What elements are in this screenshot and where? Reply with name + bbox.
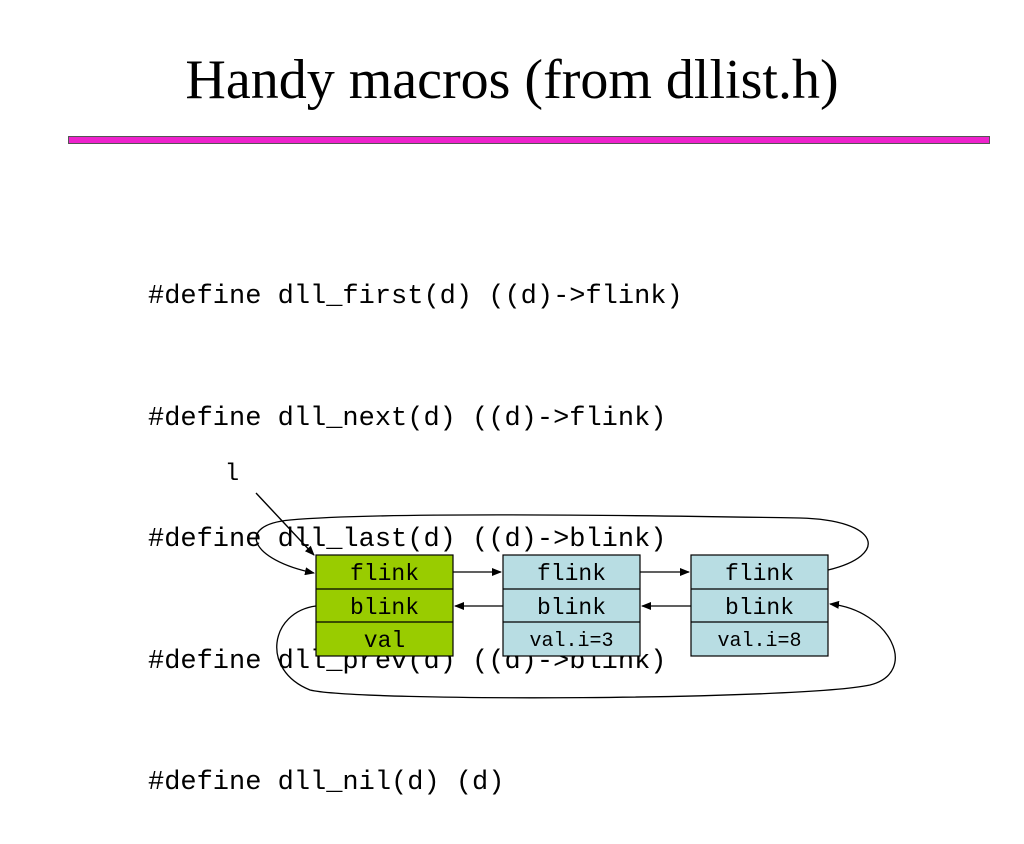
title-divider	[68, 136, 990, 144]
slide-title: Handy macros (from dllist.h)	[185, 49, 839, 111]
node-field-flink: flink	[725, 561, 794, 587]
node-field-blink: blink	[350, 595, 419, 621]
node-field-blink: blink	[537, 595, 606, 621]
list-node-sentinel: flink blink val	[315, 554, 454, 657]
node-field-val: val	[364, 628, 405, 654]
list-node: flink blink val.i=8	[690, 554, 829, 657]
node-field-val: val.i=3	[529, 630, 613, 653]
list-pointer-arrow	[255, 492, 315, 556]
node-box	[315, 554, 454, 657]
list-node: flink blink val.i=3	[502, 554, 641, 657]
list-pointer-label: l	[225, 461, 239, 488]
linked-list-diagram: l flink blink val flink blink val.i=3 fl…	[225, 461, 896, 699]
node-box	[502, 554, 641, 657]
node-field-val: val.i=8	[717, 630, 801, 653]
code-line: #define dll_next(d) ((d)->flink)	[148, 403, 667, 434]
node-field-blink: blink	[725, 595, 794, 621]
node-field-flink: flink	[537, 561, 606, 587]
node-box	[690, 554, 829, 657]
code-line: #define dll_first(d) ((d)->flink)	[148, 282, 683, 312]
node-field-flink: flink	[350, 561, 419, 587]
blink-wraparound-arrow	[276, 600, 896, 699]
code-line: #define dll_nil(d) (d)	[148, 768, 505, 798]
flink-wraparound-arrow	[255, 514, 869, 576]
